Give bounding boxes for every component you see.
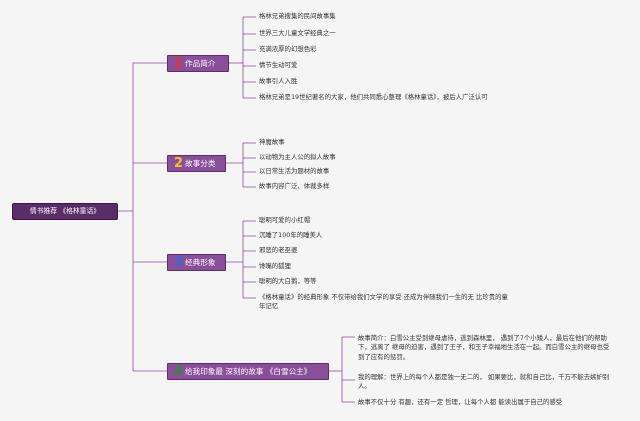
leaf-item: 以动物为主人公的拟人故事 — [259, 153, 336, 161]
leaf-item: 聪明的大白鹅，等等 — [259, 277, 317, 285]
branch-number: 4 — [174, 364, 184, 379]
branch-label: 给我印象最 深刻的故事 《白雪公主》 — [185, 367, 312, 376]
leaf-item: 神魔故事 — [259, 138, 285, 146]
leaf-item: 故事引人入胜 — [259, 77, 298, 85]
leaf-item: 情节生动可爱 — [259, 61, 298, 69]
leaf-item: 聪明可爱的小红帽 — [259, 216, 311, 224]
leaf-item: 邪恶的老巫婆 — [259, 246, 298, 254]
leaf-item: 世界三大儿童文学经典之一 — [259, 29, 336, 37]
branch-label: 作品简介 — [185, 59, 216, 68]
leaf-item: 格林兄弟搜集的民间故事集 — [259, 12, 336, 20]
leaf-item: 格林兄弟是19世纪著名的大家，他们共同悉心整理《格林童话》，被后人广泛认可 — [259, 93, 488, 101]
branch-number: 1 — [174, 56, 184, 71]
story-comment: 故事不仅十分 有趣，还有一定 哲理，让每个人都 能读出属于自己的感受 — [358, 398, 563, 406]
branch-node-intro[interactable]: 1 作品简介 — [167, 55, 229, 72]
leaf-item: 馋嘴的狐狸 — [259, 262, 291, 270]
branch-number: 2 — [174, 156, 184, 171]
branch-node-characters[interactable]: 3 经典形象 — [167, 254, 226, 271]
root-node[interactable]: 情书推荐 《格林童话》 — [12, 203, 118, 220]
branch-node-categories[interactable]: 2 故事分类 — [167, 155, 226, 172]
leaf-item: 《格林童话》的经典形象 不仅带给我们文学的享受 还成为伴随我们一生的无 比珍贵的… — [259, 293, 508, 311]
branch-node-favorite-story[interactable]: 4 给我印象最 深刻的故事 《白雪公主》 — [167, 363, 329, 380]
branch-number: 3 — [174, 255, 184, 270]
leaf-item: 沉睡了100年的睡美人 — [259, 231, 323, 239]
story-summary: 故事简介：白雪公主受到继母虐待，逃到森林里， 遇到了7个小矮人，最后在他们的帮助… — [358, 334, 610, 361]
leaf-item: 充满浓厚的幻想色彩 — [259, 45, 317, 53]
story-understanding: 我的理解：世界上的每个人都是独一无二的， 如果要比，就和自己比，千万不能去嫉妒别… — [358, 373, 610, 391]
branch-label: 经典形象 — [185, 258, 216, 267]
leaf-item: 以日常生活为题材的故事 — [259, 167, 330, 175]
leaf-item: 故事内容广泛、体裁多样 — [259, 182, 330, 190]
branch-label: 故事分类 — [185, 159, 216, 168]
